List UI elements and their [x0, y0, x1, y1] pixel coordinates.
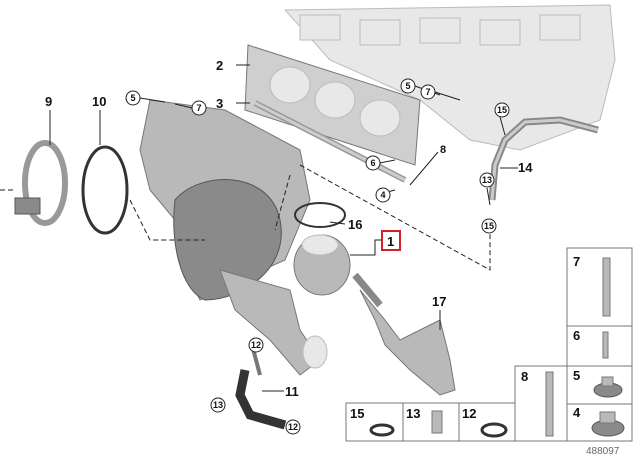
legend-label-6: 6 [573, 328, 580, 343]
legend-label-5: 5 [573, 368, 580, 383]
stud-8-image [545, 371, 554, 437]
circled-callout-15: 15 [484, 221, 494, 231]
legend-label-4: 4 [573, 405, 581, 420]
circled-callout-5: 5 [405, 81, 410, 91]
v-band-clamp [14, 140, 68, 226]
circled-callout-7: 7 [425, 87, 430, 97]
sealing-ring [81, 145, 129, 235]
manifold-gasket [244, 44, 421, 166]
callout-8: 8 [440, 144, 446, 156]
seal-ring-15-image [369, 423, 395, 437]
callout-2: 2 [216, 58, 223, 73]
circled-callout-7: 7 [196, 103, 201, 113]
legend-label-13: 13 [406, 406, 420, 421]
leader-lines [0, 64, 518, 392]
callout-16: 16 [348, 217, 362, 232]
legend-label-8: 8 [521, 369, 528, 384]
circled-callout-15: 15 [497, 105, 507, 115]
stud-7-image [602, 257, 611, 317]
legend-label-12: 12 [462, 406, 476, 421]
bolt-13-image [431, 410, 443, 434]
callout-11: 11 [285, 384, 299, 399]
circled-callout-5: 5 [130, 93, 135, 103]
circled-callout-13: 13 [213, 400, 223, 410]
circled-callout-4: 4 [380, 190, 385, 200]
small-parts-legend: 7 6 5 4 8 15 13 12 [345, 247, 633, 442]
circled-callout-12: 12 [251, 340, 261, 350]
callout-14: 14 [518, 160, 533, 175]
actuator [352, 272, 456, 396]
gasket-ring-16 [294, 202, 346, 228]
circled-callout-6: 6 [370, 158, 375, 168]
legend-label-15: 15 [350, 406, 364, 421]
callout-1-highlight [381, 230, 401, 251]
seal-ring-12-image [480, 422, 508, 438]
legend-label-7: 7 [573, 254, 580, 269]
callout-3: 3 [216, 96, 223, 111]
pin-6-image [602, 331, 609, 359]
studs [253, 100, 407, 183]
circled-callout-12: 12 [288, 422, 298, 432]
turbocharger [139, 99, 351, 376]
circled-callout-13: 13 [482, 175, 492, 185]
diagram-number: 488097 [586, 446, 620, 457]
coolant-hose [235, 369, 287, 430]
callout-9: 9 [45, 94, 52, 109]
callout-17: 17 [432, 294, 446, 309]
cylinder-head [283, 4, 616, 151]
callout-10: 10 [92, 94, 106, 109]
callout-1: 1 [387, 234, 394, 249]
